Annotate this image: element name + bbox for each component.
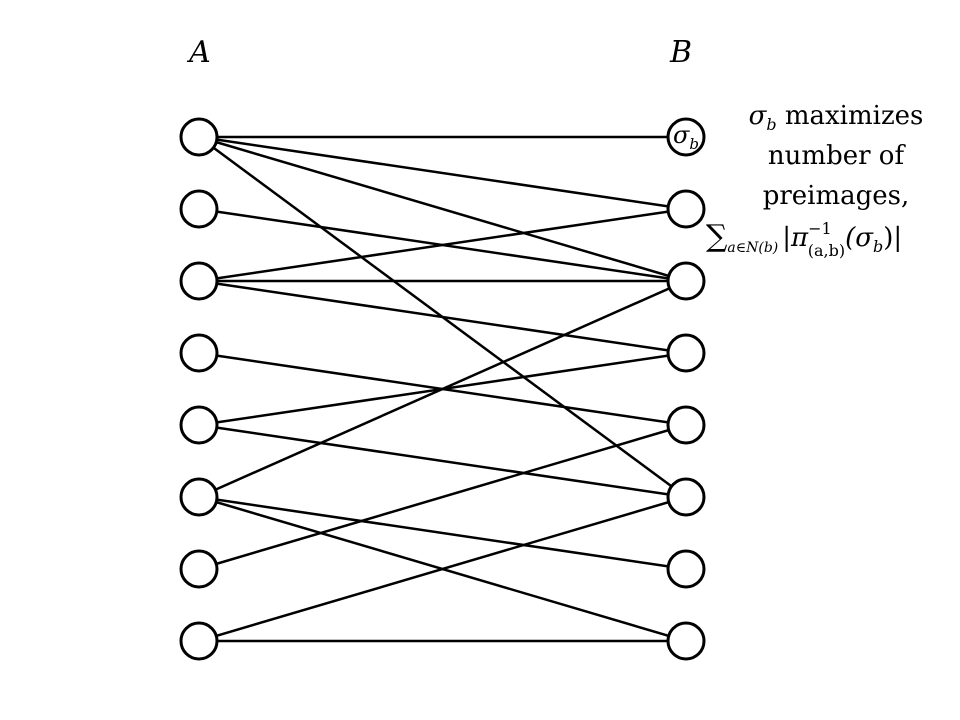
edge-a2-b3 xyxy=(198,279,687,355)
edge-a5-b2 xyxy=(198,279,687,499)
edge-a0-b1 xyxy=(198,135,687,211)
right-node-5 xyxy=(666,477,706,517)
right-node-7 xyxy=(666,621,706,661)
right-node-0 xyxy=(666,117,706,157)
left-node-4 xyxy=(179,405,219,445)
left-node-6 xyxy=(179,549,219,589)
sigma-symbol: σ xyxy=(673,121,690,149)
sigma-subscript: b xyxy=(689,135,699,153)
nodes-layer xyxy=(179,117,706,661)
left-node-3 xyxy=(179,333,219,373)
right-node-2 xyxy=(666,261,706,301)
right-node-3 xyxy=(666,333,706,373)
annotation-line-2: number of xyxy=(768,141,907,171)
annotation: σb maximizes number of preimages, ∑a∈N(b… xyxy=(706,101,923,260)
edge-a7-b5 xyxy=(198,495,687,643)
right-node-4 xyxy=(666,405,706,445)
edge-a6-b4 xyxy=(198,423,687,571)
right-node-6 xyxy=(666,549,706,589)
right-set-label: B xyxy=(669,35,692,70)
left-node-5 xyxy=(179,477,219,517)
right-node-1 xyxy=(666,189,706,229)
edges-layer xyxy=(198,135,687,643)
left-node-2 xyxy=(179,261,219,301)
annotation-line-3: preimages, xyxy=(763,181,910,211)
sigma-b-node-label: σb xyxy=(673,121,699,153)
left-node-1 xyxy=(179,189,219,229)
edge-a4-b5 xyxy=(198,423,687,499)
annotation-line-1: σb maximizes xyxy=(749,101,924,134)
left-node-0 xyxy=(179,117,219,157)
edge-a0-b2 xyxy=(198,135,687,283)
annotation-formula: ∑a∈N(b)|π−1(a,b)(σb)| xyxy=(706,219,902,260)
edge-a5-b6 xyxy=(198,495,687,571)
left-set-label: A xyxy=(186,35,211,70)
edge-a2-b1 xyxy=(198,207,687,283)
left-node-7 xyxy=(179,621,219,661)
